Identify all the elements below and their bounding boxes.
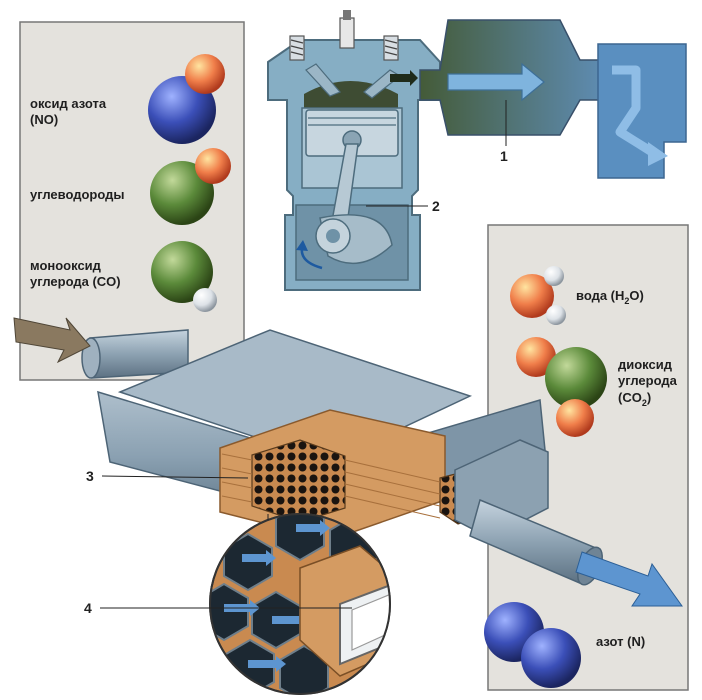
svg-text:4: 4: [84, 600, 92, 616]
svg-text:3: 3: [86, 468, 94, 484]
no-molecule: [148, 54, 225, 144]
water-molecule: [510, 266, 566, 325]
co-label-line1: монооксид: [30, 258, 102, 273]
co-label-line2: углерода (CO): [30, 274, 121, 289]
no-label-line2: (NO): [30, 112, 58, 127]
n-label: азот (N): [596, 634, 645, 649]
svg-text:2: 2: [432, 198, 440, 214]
svg-text:1: 1: [500, 148, 508, 164]
catalytic-converter: [13, 317, 683, 607]
co2-label-line2: углерода: [618, 373, 678, 388]
nitrogen-molecule: [484, 602, 581, 688]
hydrocarbon-molecule: [150, 148, 231, 225]
magnified-honeycomb: [209, 513, 391, 695]
exhaust-pipe: [597, 43, 687, 179]
no-label-line1: оксид азота: [30, 96, 107, 111]
co2-label-line1: диоксид: [618, 357, 673, 372]
exhaust-manifold: [419, 19, 601, 136]
co2-label-line3: (CO2): [618, 390, 651, 408]
hc-label: углеводороды: [30, 187, 125, 202]
co-molecule: [151, 241, 217, 312]
engine-cylinder: [267, 10, 441, 291]
water-label: вода (H2O): [576, 288, 644, 306]
callout-2: 2: [366, 198, 440, 214]
callout-3: 3: [86, 468, 249, 484]
co2-molecule: [516, 337, 607, 437]
callout-1: 1: [500, 100, 508, 164]
callout-4: 4: [84, 600, 352, 616]
